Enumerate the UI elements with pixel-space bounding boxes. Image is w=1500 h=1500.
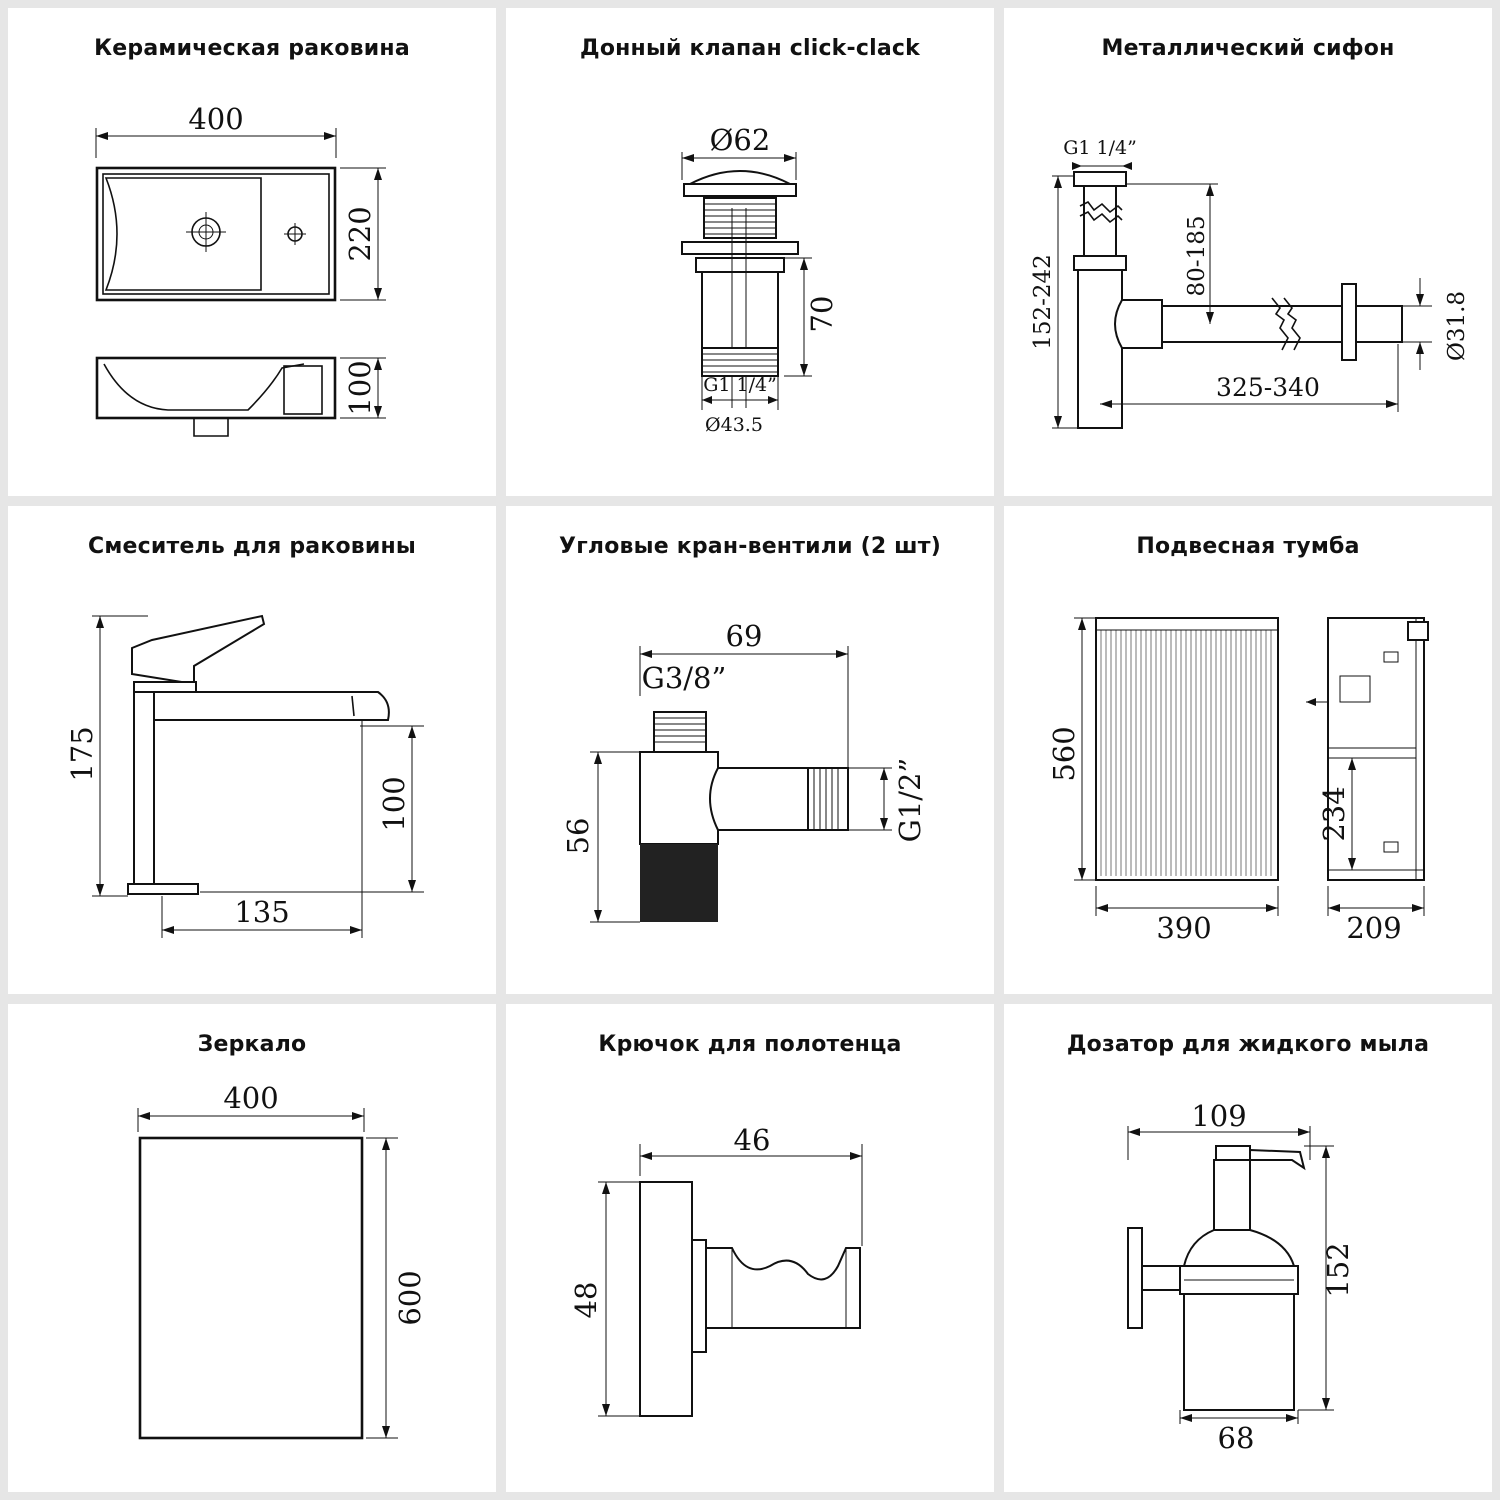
dim-siphon-height: 152-242 (1030, 254, 1056, 350)
dim-valve-inlet: G3/8” (642, 661, 727, 695)
dim-siphon-length: 325-340 (1216, 373, 1320, 402)
dim-valve-height-56: 56 (561, 818, 595, 855)
faucet-drawing: 175 100 135 (65, 614, 424, 938)
dim-siphon-thread: G1 1/4” (1063, 137, 1137, 159)
dim-bottom-diameter: Ø43.5 (705, 414, 763, 436)
dim-valve-height: 70 (805, 296, 839, 333)
panel-mirror: Зеркало 400 600 (8, 1004, 496, 1492)
dim-mirror-width: 400 (223, 1081, 278, 1115)
angle-valve-drawing: 69 G3/8” 56 (561, 619, 927, 923)
dim-dispenser-width: 68 (1218, 1421, 1255, 1455)
dim-valve-thread: G1 1/4” (703, 374, 777, 396)
towel-hook-drawing: 46 48 (569, 1123, 863, 1417)
panel-title: Металлический сифон (1101, 36, 1395, 61)
panel-title: Угловые кран-вентили (2 шт) (559, 534, 941, 559)
panel-faucet: Смеситель для раковины 175 100 (8, 506, 496, 994)
dim-dispenser-depth: 109 (1191, 1099, 1246, 1133)
dim-mirror-height: 600 (393, 1270, 427, 1325)
dim-cabinet-depth: 209 (1346, 911, 1401, 945)
panel-title: Смеситель для раковины (88, 534, 416, 559)
dim-dispenser-height: 152 (1321, 1242, 1355, 1297)
dim-valve-outlet: G1/2” (893, 758, 927, 843)
mirror-drawing: 400 600 (137, 1081, 427, 1440)
panel-title: Крючок для полотенца (598, 1032, 902, 1057)
panel-angle-valve: Угловые кран-вентили (2 шт) 69 G3/8” (506, 506, 994, 994)
dim-siphon-adjust: 80-185 (1184, 216, 1210, 297)
dim-depth: 220 (343, 206, 377, 261)
panel-cabinet: Подвесная тумба 560 390 (1004, 506, 1492, 994)
dim-hook-depth: 46 (734, 1123, 771, 1157)
panel-title: Зеркало (197, 1032, 307, 1057)
panel-towel-hook: Крючок для полотенца 46 48 (506, 1004, 994, 1492)
panel-sink: Керамическая раковина 400 220 (8, 8, 496, 496)
panel-title: Дозатор для жидкого мыла (1066, 1032, 1430, 1057)
dim-height: 100 (343, 360, 377, 415)
panel-drain-valve: Донный клапан click-clack Ø62 (506, 8, 994, 496)
siphon-drawing: G1 1/4” 80-185 152-242 (1030, 137, 1470, 429)
panel-siphon: Металлический сифон G1 1/4” 80-185 (1004, 8, 1492, 496)
panel-title: Донный клапан click-clack (580, 36, 920, 61)
dim-faucet-spout-length: 135 (234, 895, 289, 929)
dim-valve-length: 69 (726, 619, 763, 653)
panel-title: Подвесная тумба (1136, 534, 1360, 559)
dim-faucet-spout-height: 100 (377, 776, 411, 831)
panel-title: Керамическая раковина (94, 36, 410, 61)
dim-faucet-height: 175 (65, 726, 99, 781)
panel-soap-dispenser: Дозатор для жидкого мыла 109 152 (1004, 1004, 1492, 1492)
sink-drawing: 400 220 100 (95, 102, 386, 437)
dim-width: 400 (188, 102, 243, 136)
dim-cabinet-width: 390 (1156, 911, 1211, 945)
cabinet-drawing: 560 390 234 (1047, 617, 1429, 945)
dim-cabinet-shelf: 234 (1317, 786, 1351, 841)
dim-hook-height: 48 (569, 1282, 603, 1319)
dim-cabinet-height: 560 (1047, 726, 1081, 781)
drain-valve-drawing: Ø62 70 G1 1/4” (681, 123, 839, 436)
dim-siphon-outlet: Ø31.8 (1444, 291, 1470, 361)
soap-dispenser-drawing: 109 152 68 (1127, 1099, 1355, 1455)
dim-top-diameter: Ø62 (710, 123, 771, 157)
